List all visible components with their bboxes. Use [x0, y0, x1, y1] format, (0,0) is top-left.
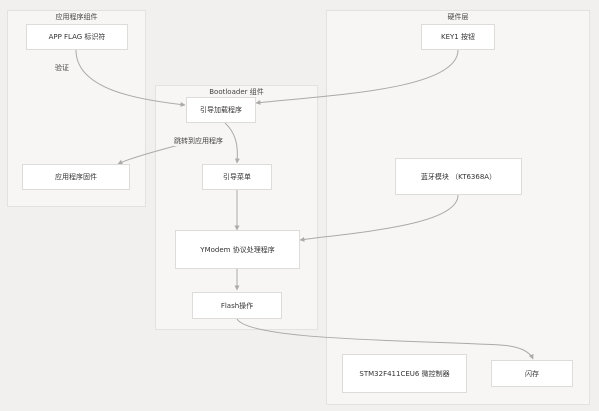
key1-node[interactable]: KEY1 按钮: [421, 24, 495, 50]
boot-loader-node[interactable]: 引导加载程序: [186, 97, 256, 123]
stm32-label: STM32F411CEU6 微控制器: [359, 369, 450, 378]
ymodem-node[interactable]: YModem 协议处理程序: [175, 230, 300, 269]
app-component-label: 应用程序固件: [55, 173, 97, 181]
bootloader-cluster-title: Bootloader 组件: [209, 88, 264, 96]
app-cluster-title: 应用程序组件: [55, 13, 98, 21]
ymodem-label: YModem 协议处理程序: [200, 245, 275, 254]
boot-menu-label: 引导菜单: [223, 173, 251, 181]
boot-loader-label: 引导加载程序: [200, 106, 242, 114]
edge-label-jump-to-app: 跳转到应用程序: [174, 136, 223, 146]
flash-op-label: Flash操作: [220, 301, 254, 310]
boot-menu-node[interactable]: 引导菜单: [202, 164, 272, 190]
bluetooth-node[interactable]: 蓝牙模块 （KT6368A）: [395, 158, 522, 195]
app-flag-label: APP FLAG 标识符: [48, 33, 106, 41]
flash-op-node[interactable]: Flash操作: [192, 292, 282, 319]
stm32-node[interactable]: STM32F411CEU6 微控制器: [342, 354, 467, 393]
hardware-cluster-title: 硬件层: [447, 13, 469, 21]
hardware-cluster: 硬件层: [326, 10, 590, 405]
flash-memory-label: 闪存: [525, 369, 539, 378]
flash-memory-node[interactable]: 闪存: [491, 360, 573, 387]
app-flag-node[interactable]: APP FLAG 标识符: [26, 24, 128, 50]
edge-label-verify: 验证: [55, 63, 69, 73]
bluetooth-label: 蓝牙模块 （KT6368A）: [420, 172, 497, 181]
key1-label: KEY1 按钮: [441, 33, 475, 41]
app-component-node[interactable]: 应用程序固件: [22, 164, 130, 190]
